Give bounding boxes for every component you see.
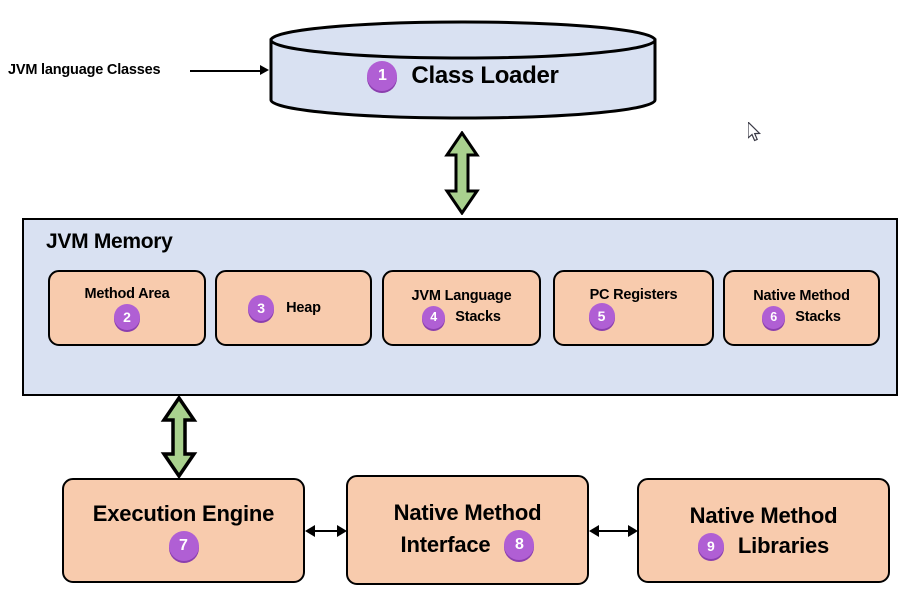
badge-3: 3 (248, 295, 275, 321)
box-native-method-stacks[interactable]: Native Method 6 Stacks (723, 270, 880, 346)
box-native-method-interface[interactable]: Native Method Interface 8 (346, 475, 589, 585)
box-heap-line1: 3 Heap (248, 295, 321, 321)
box-native-method-interface-line1: Native Method (394, 500, 542, 526)
badge-9: 9 (697, 532, 724, 559)
box-native-method-stacks-label-line1: Native Method (753, 287, 850, 304)
classes-to-class-loader-arrowhead (260, 65, 269, 75)
box-method-area-content: Method Area 2 (50, 272, 204, 344)
box-native-method-libraries-label-line2: Libraries (737, 532, 830, 558)
box-jvm-language-stacks-content: JVM Language 4 Stacks (384, 272, 539, 344)
mouse-cursor-icon (747, 120, 764, 144)
box-method-area-line1: Method Area (84, 286, 169, 302)
box-heap-content: 3 Heap (217, 272, 370, 344)
connector-jvm-memory-to-execution-engine (158, 396, 200, 478)
class-loader-cylinder[interactable]: 1 Class Loader (268, 20, 658, 120)
arrow-stem (597, 530, 630, 532)
box-native-method-libraries[interactable]: Native Method 9 Libraries (637, 478, 890, 583)
box-heap-label: Heap (286, 300, 321, 316)
box-native-method-interface-content: Native Method Interface 8 (348, 477, 587, 583)
box-execution-engine-line1: Execution Engine (92, 500, 275, 527)
jvm-memory-title: JVM Memory (46, 230, 173, 253)
box-method-area[interactable]: Method Area 2 (48, 270, 206, 346)
badge-7: 7 (168, 530, 199, 561)
box-native-method-stacks-content: Native Method 6 Stacks (725, 272, 878, 344)
box-jvm-language-stacks[interactable]: JVM Language 4 Stacks (382, 270, 541, 346)
box-heap[interactable]: 3 Heap (215, 270, 372, 346)
box-pc-registers-line1: PC Registers (590, 287, 678, 303)
badge-4: 4 (422, 305, 446, 329)
class-loader-content: 1 Class Loader (268, 20, 658, 120)
badge-8: 8 (504, 530, 535, 560)
box-pc-registers[interactable]: PC Registers 5 (553, 270, 714, 346)
box-jvm-language-stacks-label-line2: Stacks (455, 309, 501, 325)
badge-2: 2 (114, 304, 140, 330)
box-method-area-label: Method Area (84, 286, 170, 302)
box-pc-registers-line2: 5 (588, 303, 615, 329)
box-execution-engine-label: Execution Engine (92, 500, 275, 526)
class-loader-label: Class Loader (411, 62, 559, 89)
box-native-method-stacks-line1: Native Method (753, 288, 850, 304)
badge-1: 1 (367, 61, 398, 91)
arrowhead-right-icon (628, 525, 638, 537)
arrowhead-right-icon (337, 525, 347, 537)
box-jvm-language-stacks-label-line1: JVM Language (411, 287, 512, 304)
connector-class-loader-to-jvm-memory (444, 131, 480, 215)
box-native-method-libraries-content: Native Method 9 Libraries (639, 480, 888, 581)
arrow-stem (313, 530, 339, 532)
arrowhead-left-icon (589, 525, 599, 537)
box-pc-registers-content: PC Registers 5 (555, 272, 712, 344)
connector-native-method-interface-to-native-method-libraries (589, 524, 638, 538)
box-execution-engine-content: Execution Engine 7 (64, 480, 303, 581)
box-native-method-libraries-line1: Native Method (690, 503, 838, 529)
box-jvm-language-stacks-line1: JVM Language (412, 288, 512, 304)
box-native-method-stacks-line2: 6 Stacks (762, 305, 841, 329)
connector-execution-engine-to-native-method-interface (305, 524, 347, 538)
box-execution-engine-line2: 7 (168, 530, 199, 561)
box-execution-engine[interactable]: Execution Engine 7 (62, 478, 305, 583)
input-label-jvm-language-classes: JVM language Classes (8, 62, 161, 78)
box-native-method-interface-label-line1: Native Method (393, 500, 542, 525)
box-method-area-line2: 2 (114, 304, 140, 330)
arrowhead-left-icon (305, 525, 315, 537)
box-native-method-libraries-label-line1: Native Method (689, 502, 838, 528)
box-native-method-stacks-label-line2: Stacks (795, 309, 841, 325)
box-native-method-interface-line2: Interface 8 (401, 530, 535, 560)
box-pc-registers-label: PC Registers (589, 287, 678, 303)
badge-6: 6 (762, 305, 786, 329)
classes-to-class-loader-line (190, 70, 262, 72)
badge-5: 5 (588, 303, 615, 329)
box-native-method-interface-label-line2: Interface (400, 532, 491, 557)
box-jvm-language-stacks-line2: 4 Stacks (422, 305, 501, 329)
box-native-method-libraries-line2: 9 Libraries (697, 532, 830, 559)
